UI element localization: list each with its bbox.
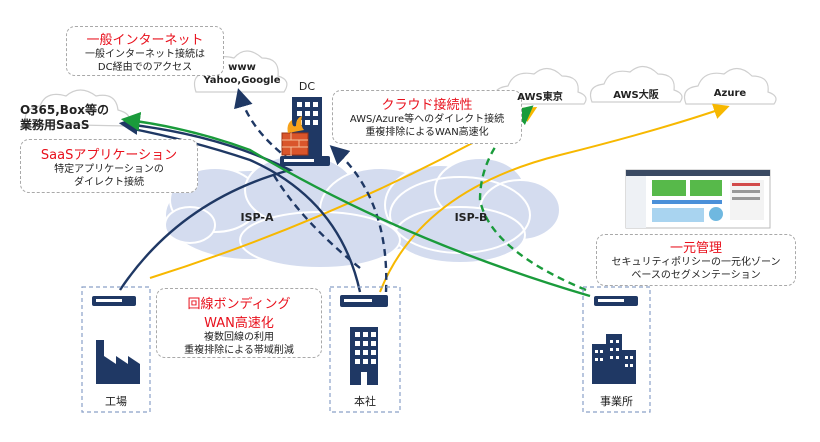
factory-icon bbox=[96, 340, 140, 384]
isp-b-label: ISP-B bbox=[454, 211, 488, 224]
cloud-azure bbox=[683, 67, 777, 105]
internet-desc1: 一般インターネット接続は bbox=[85, 49, 205, 60]
saas-title: SaaSアプリケーション bbox=[40, 148, 178, 163]
cloud-label-aws-osaka: AWS大阪 bbox=[613, 90, 659, 101]
dc-label: DC bbox=[298, 80, 316, 93]
site-label-honsha: 本社 bbox=[354, 395, 376, 408]
cloud-label-aws-tokyo: AWS東京 bbox=[517, 92, 563, 103]
green-line-jigyosho-saas bbox=[120, 112, 591, 298]
cloud-label-azure: Azure bbox=[713, 88, 747, 99]
bonding-title2: WAN高速化 bbox=[204, 316, 274, 331]
isp-a-label: ISP-A bbox=[240, 211, 274, 224]
cloud-connectivity-callout: クラウド接続性 AWS/Azure等へのダイレクト接続 重複排除によるWAN高速… bbox=[332, 90, 522, 144]
bonding-title1: 回線ボンディング bbox=[187, 297, 291, 312]
site-box-honsha bbox=[329, 286, 401, 413]
headoffice-building-icon bbox=[350, 327, 378, 385]
saas-callout: SaaSアプリケーション 特定アプリケーションの ダイレクト接続 bbox=[20, 139, 198, 193]
internet-callout: 一般インターネット 一般インターネット接続は DC経由でのアクセス bbox=[66, 26, 224, 76]
branch-buildings-icon bbox=[592, 334, 636, 384]
bonding-callout: 回線ボンディング WAN高速化 複数回線の利用 重複排除による帯域削減 bbox=[156, 288, 322, 358]
bonding-desc2: 重複排除による帯域削減 bbox=[184, 345, 294, 356]
cloud-web-line2: Yahoo,Google bbox=[203, 75, 281, 86]
saas-desc1: 特定アプリケーションの bbox=[54, 164, 164, 175]
navy-dashed-dc-web bbox=[234, 88, 291, 161]
yellow-line-honsha-azure bbox=[379, 103, 730, 293]
site-label-factory: 工場 bbox=[105, 395, 127, 408]
saas-cloud-line1: O365,Box等の bbox=[20, 103, 109, 117]
isp-cloud-shape bbox=[164, 154, 561, 269]
management-callout: 一元管理 セキュリティポリシーの一元化ゾーン ベースのセグメンテーション bbox=[596, 234, 796, 286]
cloud-conn-desc1: AWS/Azure等へのダイレクト接続 bbox=[349, 114, 505, 125]
site-label-jigyosho: 事業所 bbox=[600, 395, 633, 408]
green-dashed-jigyosho-aws bbox=[478, 105, 587, 292]
router-icon-jigyosho bbox=[594, 296, 638, 306]
internet-desc2: DC経由でのアクセス bbox=[97, 62, 193, 73]
router-icon-honsha bbox=[340, 295, 388, 307]
mgmt-title: 一元管理 bbox=[669, 241, 722, 256]
router-icon-factory bbox=[92, 296, 136, 306]
cloud-conn-title: クラウド接続性 bbox=[381, 98, 473, 113]
saas-cloud-line2: 業務用SaaS bbox=[20, 118, 90, 132]
cloud-saas bbox=[24, 89, 131, 127]
firewall-icon bbox=[281, 116, 309, 156]
navy-line-honsha-saas bbox=[127, 126, 362, 293]
navy-dashed-factory-dc bbox=[270, 171, 361, 269]
cloud-web-line1: www bbox=[228, 62, 256, 73]
cloud-conn-desc2: 重複排除によるWAN高速化 bbox=[365, 127, 489, 138]
dashboard-screenshot-image bbox=[625, 169, 771, 229]
cloud-aws-osaka bbox=[589, 65, 683, 103]
site-box-jigyosho bbox=[582, 286, 651, 413]
mgmt-desc1: セキュリティポリシーの一元化ゾーン bbox=[611, 257, 781, 268]
saas-desc2: ダイレクト接続 bbox=[74, 177, 144, 188]
bonding-desc1: 複数回線の利用 bbox=[204, 332, 274, 343]
mgmt-desc2: ベースのセグメンテーション bbox=[631, 270, 761, 281]
internet-title: 一般インターネット bbox=[86, 33, 204, 48]
navy-line-factory-saas bbox=[118, 115, 294, 291]
site-box-factory bbox=[81, 286, 151, 413]
dc-router-icon bbox=[280, 156, 330, 166]
